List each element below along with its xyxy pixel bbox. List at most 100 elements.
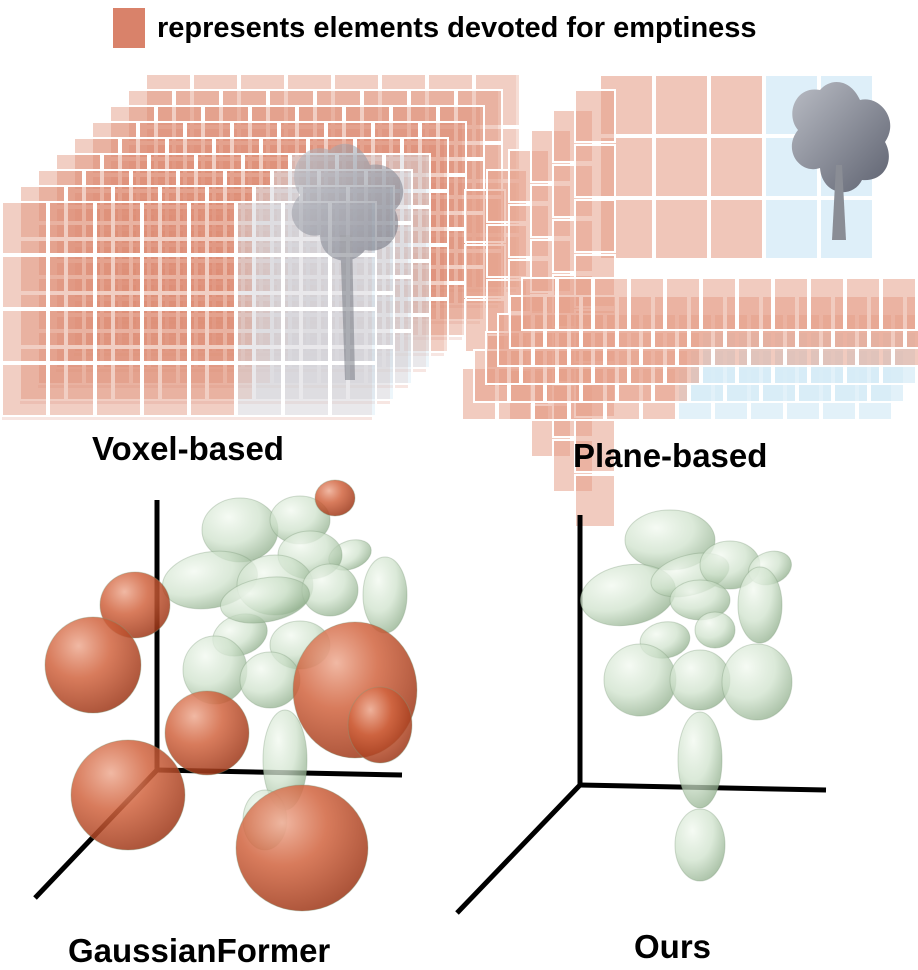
gaussian-ellipsoid xyxy=(721,643,793,721)
plane-grid-illustration xyxy=(461,74,918,528)
voxel-cell xyxy=(221,89,268,143)
empty-gaussian xyxy=(235,784,369,912)
plane-cell xyxy=(881,277,917,331)
voxel-cell xyxy=(131,223,178,277)
voxel-cell xyxy=(142,255,189,309)
voxel-cell xyxy=(1,309,48,363)
plane-cell xyxy=(574,419,616,473)
plane-cell xyxy=(709,198,764,260)
voxel-cell xyxy=(178,331,225,385)
empty-gaussian xyxy=(314,479,356,517)
voxel-cell xyxy=(95,255,142,309)
voxel-cell xyxy=(167,137,214,191)
voxel-cell xyxy=(48,309,95,363)
voxel-cell xyxy=(138,121,185,175)
voxel-cell xyxy=(1,255,48,309)
voxel-cell xyxy=(236,363,283,417)
floor-plane xyxy=(461,277,918,421)
voxel-cell xyxy=(402,245,449,299)
plane-cell xyxy=(593,277,629,331)
plane-cell xyxy=(709,74,764,136)
voxel-cell xyxy=(113,239,160,293)
voxel-cell xyxy=(19,239,66,293)
voxel-cell xyxy=(189,309,236,363)
voxel-cell xyxy=(84,331,131,385)
voxel-cell xyxy=(250,105,297,159)
voxel-cell xyxy=(95,201,142,255)
voxel-cell xyxy=(474,73,521,127)
voxel-cell xyxy=(113,347,160,401)
gaussian-ellipsoid xyxy=(603,643,677,717)
voxel-cell xyxy=(203,105,250,159)
voxel-cell xyxy=(283,363,330,417)
voxel-cell xyxy=(160,239,207,293)
voxel-cell xyxy=(37,169,84,223)
voxel-cell xyxy=(214,137,261,191)
voxel-cell xyxy=(185,121,232,175)
gaussian-ellipsoid xyxy=(239,651,301,709)
voxel-cell xyxy=(402,137,449,191)
voxel-cell xyxy=(196,153,243,207)
plane-cell xyxy=(764,198,819,260)
voxel-cell xyxy=(156,105,203,159)
gaussian-ellipsoid xyxy=(694,611,736,649)
legend-text: represents elements devoted for emptines… xyxy=(157,11,757,44)
voxel-cell xyxy=(95,363,142,417)
voxel-cell xyxy=(113,293,160,347)
voxel-cell xyxy=(207,347,254,401)
voxel-cell xyxy=(225,223,272,277)
voxel-cell xyxy=(1,201,48,255)
voxel-cell xyxy=(109,105,156,159)
empty-gaussian xyxy=(347,686,413,764)
voxel-cell xyxy=(268,89,315,143)
voxel-cell xyxy=(348,347,395,401)
axis-line xyxy=(455,783,582,915)
voxel-cell xyxy=(236,255,283,309)
voxel-cell xyxy=(131,331,178,385)
voxel-cell xyxy=(427,73,474,127)
voxel-cell xyxy=(48,255,95,309)
voxel-cell xyxy=(366,331,413,385)
voxel-cell xyxy=(254,239,301,293)
tree-icon xyxy=(791,81,891,240)
voxel-cell xyxy=(113,185,160,239)
voxel-grid-illustration xyxy=(1,73,521,420)
gaussianformer-caption: GaussianFormer xyxy=(68,932,331,969)
voxel-cell xyxy=(37,277,84,331)
plane-cell xyxy=(574,199,616,253)
empty-gaussian xyxy=(164,690,250,776)
voxel-cell xyxy=(189,255,236,309)
voxel-cell xyxy=(73,137,120,191)
voxel-cell xyxy=(131,277,178,331)
plane-cell xyxy=(773,277,809,331)
voxel-cell xyxy=(131,169,178,223)
voxel-cell xyxy=(48,201,95,255)
voxel-cell xyxy=(236,201,283,255)
voxel-cell xyxy=(189,201,236,255)
voxel-cell xyxy=(286,73,333,127)
voxel-cell xyxy=(344,105,391,159)
voxel-cell xyxy=(402,191,449,245)
voxel-cell xyxy=(19,347,66,401)
voxel-cell xyxy=(84,277,131,331)
gaussian-ellipsoid xyxy=(220,576,310,624)
legend-swatch xyxy=(113,8,145,48)
plane-cell xyxy=(737,277,773,331)
plane-cell xyxy=(574,144,616,198)
voxel-cell xyxy=(225,169,272,223)
voxel-cell xyxy=(380,73,427,127)
plane-cell xyxy=(701,277,737,331)
voxel-cell xyxy=(409,89,456,143)
voxel-cell xyxy=(91,121,138,175)
voxel-slice xyxy=(1,201,377,420)
voxel-cell xyxy=(239,73,286,127)
voxel-cell xyxy=(48,363,95,417)
voxel-cell xyxy=(333,73,380,127)
voxel-cell xyxy=(102,153,149,207)
plane-cell xyxy=(654,74,709,136)
voxel-based-caption: Voxel-based xyxy=(92,430,284,467)
voxel-cell xyxy=(84,223,131,277)
voxel-cell xyxy=(178,169,225,223)
voxel-cell xyxy=(225,331,272,385)
